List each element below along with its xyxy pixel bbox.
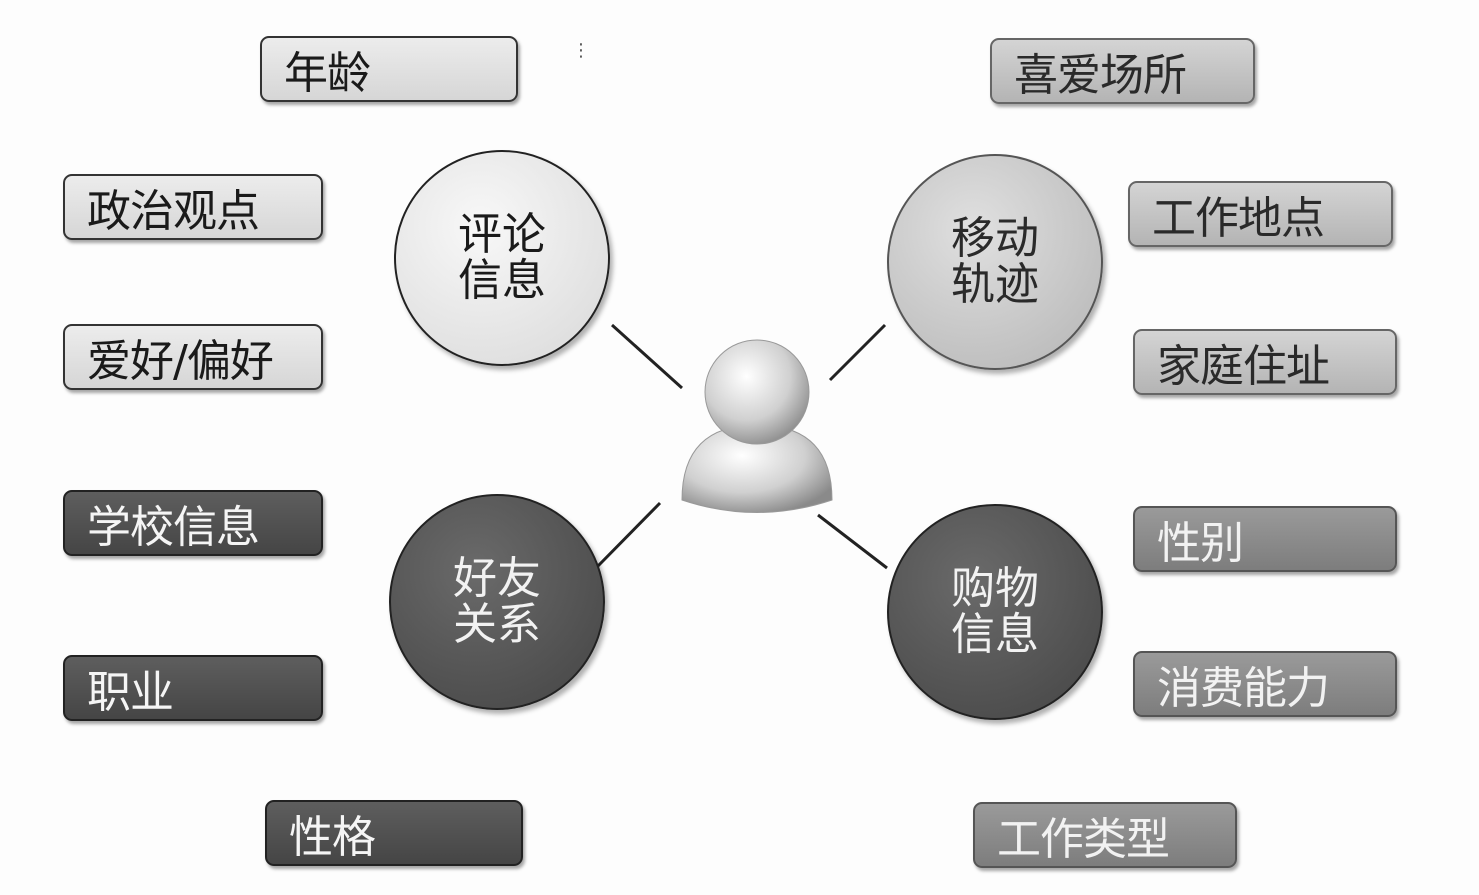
tag-label: 工作地点 [1152, 193, 1325, 244]
connector-line [595, 501, 662, 569]
tag-label: 职业 [87, 667, 174, 718]
node-comment-info: 评论信息 [394, 150, 610, 366]
tag-spending-power: 消费能力 [1133, 651, 1397, 717]
connector-line [828, 323, 887, 382]
tag-work-location: 工作地点 [1128, 181, 1393, 247]
tag-label: 政治观点 [87, 186, 260, 237]
stray-mark: ⋮ [572, 40, 590, 61]
tag-school: 学校信息 [63, 490, 323, 556]
tag-job-type: 工作类型 [973, 802, 1237, 868]
tag-label: 爱好/偏好 [87, 336, 274, 387]
connector-line [610, 323, 684, 390]
tag-label: 喜爱场所 [1014, 50, 1187, 101]
tag-occupation: 职业 [63, 655, 323, 721]
tag-label: 消费能力 [1157, 663, 1330, 714]
tag-age: 年龄 [260, 36, 518, 102]
user-icon [681, 339, 833, 513]
tag-label: 性别 [1157, 518, 1244, 569]
node-label: 移动轨迹 [951, 213, 1039, 310]
tag-label: 性格 [289, 812, 376, 863]
tag-label: 学校信息 [87, 502, 260, 553]
node-label: 购物信息 [951, 563, 1039, 660]
tag-label: 工作类型 [997, 814, 1170, 865]
tag-home-address: 家庭住址 [1133, 329, 1397, 395]
tag-political-views: 政治观点 [63, 174, 323, 240]
node-label: 评论信息 [458, 209, 546, 306]
node-friend-relations: 好友关系 [389, 494, 605, 710]
node-movement-track: 移动轨迹 [887, 154, 1103, 370]
tag-label: 年龄 [284, 48, 371, 99]
tag-favorite-places: 喜爱场所 [990, 38, 1255, 104]
tag-hobbies: 爱好/偏好 [63, 324, 323, 390]
tag-gender: 性别 [1133, 506, 1397, 572]
node-shopping-info: 购物信息 [887, 504, 1103, 720]
tag-personality: 性格 [265, 800, 523, 866]
node-label: 好友关系 [453, 553, 541, 650]
connector-line [817, 513, 888, 570]
tag-label: 家庭住址 [1157, 341, 1330, 392]
